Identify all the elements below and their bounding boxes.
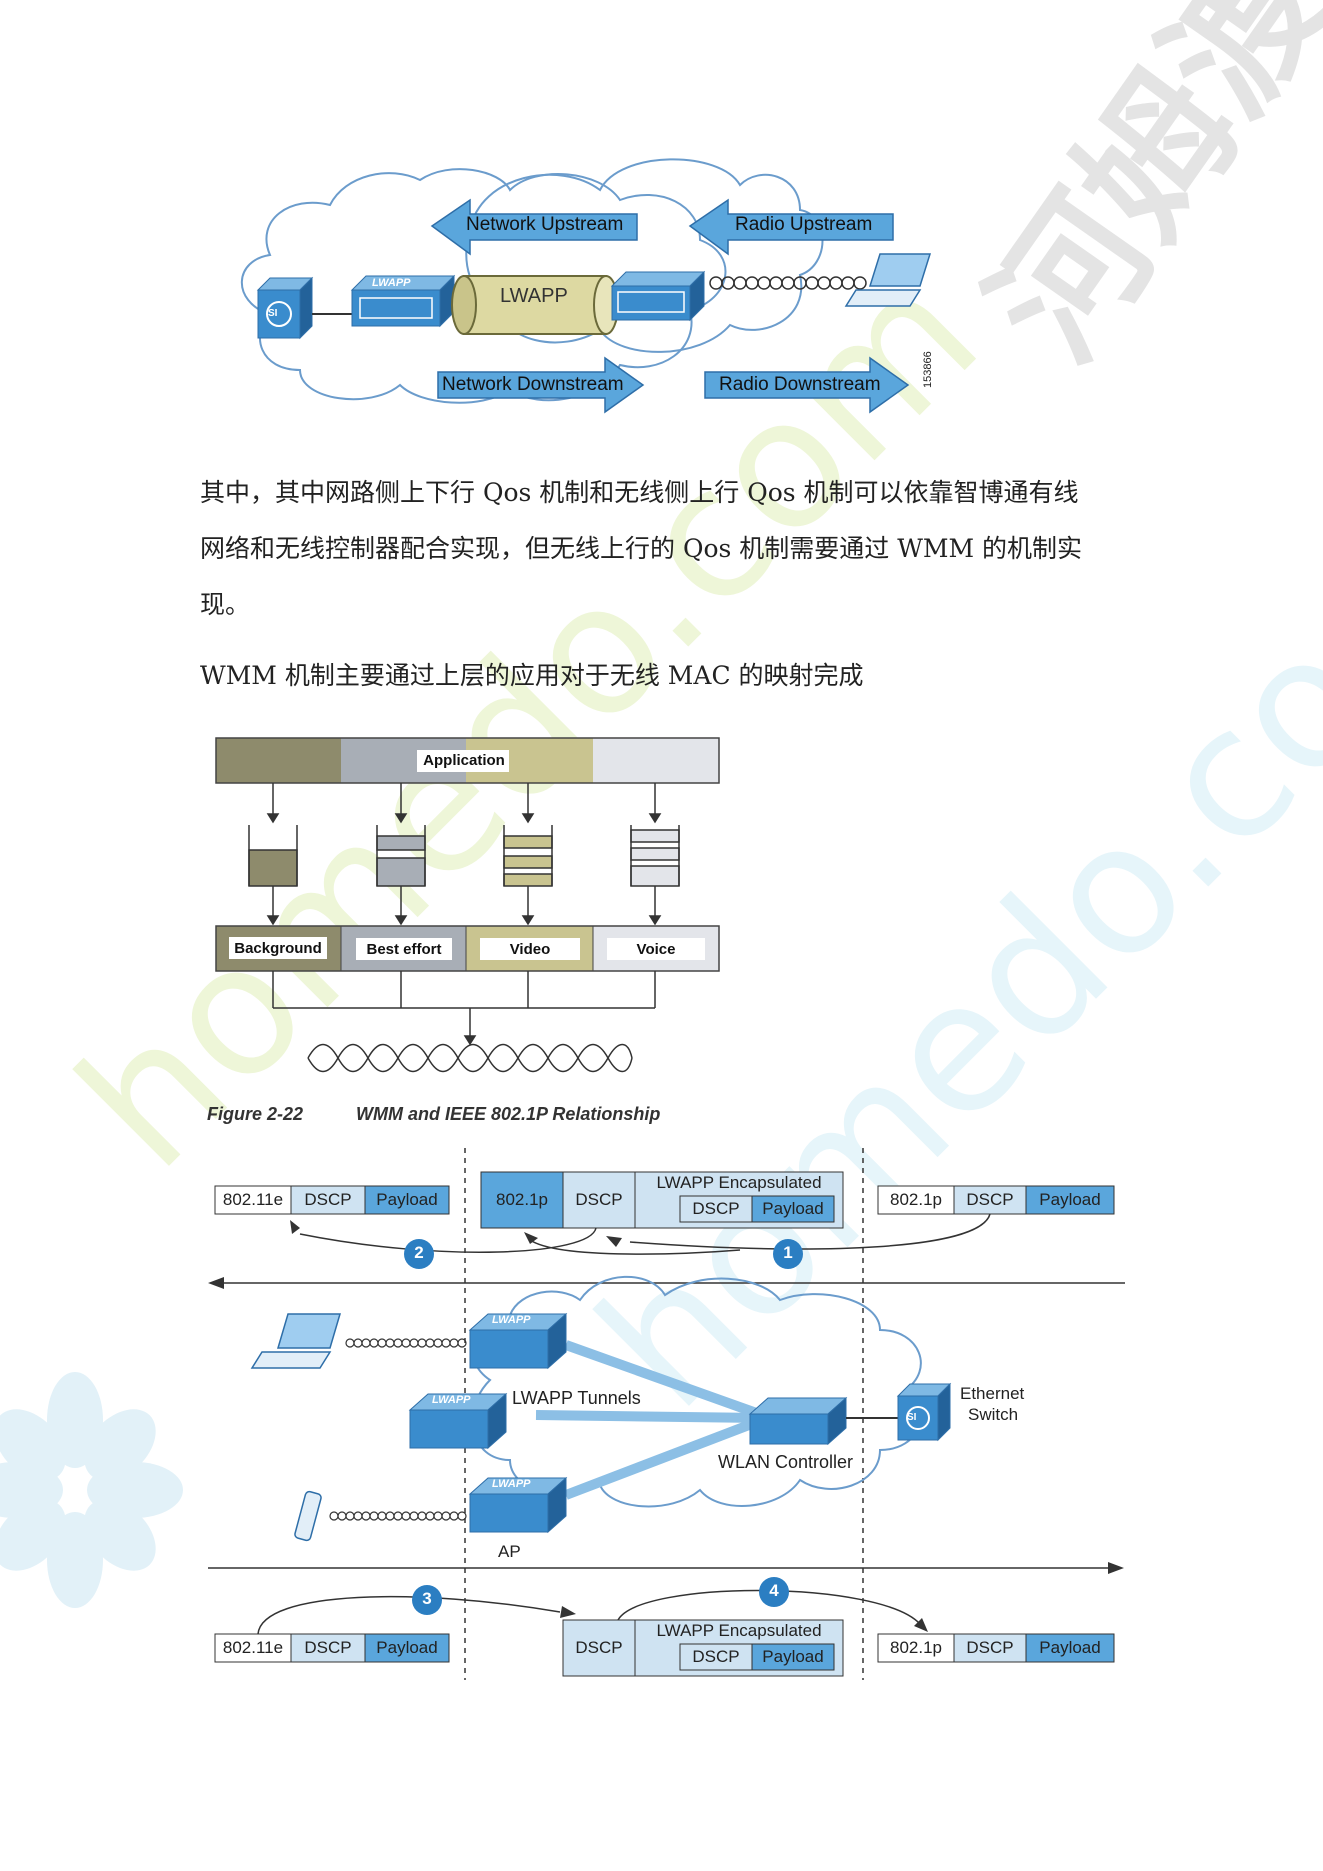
radio-wave-laptop-icon [345,1338,467,1348]
paragraph-qos-line-1: 其中，其中网路侧上下行 Qos 机制和无线侧上行 Qos 机制可以依靠智博通有线 [200,478,1079,507]
lwapp-badge-label: LWAPP [372,277,411,289]
queue-label-video: Video [509,941,551,958]
queue-label-background: Background [234,940,322,957]
figure-caption-number: Figure 2-22 [207,1104,304,1124]
radio-wave-icon [709,276,867,290]
access-point-icon [610,270,706,322]
ethernet-switch-icon [896,1382,952,1442]
wlan-controller-icon [748,1396,848,1446]
radio-wave-icon [307,1043,633,1073]
network-downstream-arrow [437,356,645,414]
frame-top-right [877,1185,1115,1215]
network-upstream-label: Network Upstream [466,214,624,235]
queue-best-effort [376,825,426,887]
access-point-middle-icon [408,1392,508,1450]
figure-caption-title: WMM and IEEE 802.1P Relationship [356,1104,661,1124]
step-1-badge [773,1239,803,1269]
network-upstream-arrow [430,198,638,256]
access-category-bar [215,925,720,972]
queue-label-best-effort: Best effort [366,941,442,958]
radio-downstream-arrow [704,356,910,414]
radio-upstream-arrow [688,198,894,256]
frame-bottom-left [214,1633,450,1663]
paragraph-qos-line-2: 网络和无线控制器配合实现，但无线上行的 Qos 机制需要通过 WMM 的机制实 [200,534,1083,563]
frame-bottom-middle [562,1619,844,1677]
application-label: Application [423,752,505,769]
wireless-cloud [465,158,824,353]
laptop-icon [250,1313,342,1369]
radio-upstream-label: Radio Upstream [735,214,873,235]
step-4-badge [759,1577,789,1607]
switch-icon [256,276,314,340]
queue-video [503,825,553,887]
network-cloud [240,168,727,404]
paragraph-qos-line-3: 现。 [200,590,251,619]
application-bar [215,737,720,784]
frame-bottom-right [877,1633,1115,1663]
frame-top-left [214,1185,450,1215]
laptop-icon [844,253,932,307]
wireless-phone-icon [294,1490,322,1542]
figure-id: 153866 [922,351,934,388]
radio-downstream-label: Radio Downstream [719,374,881,395]
step-3-badge [412,1585,442,1615]
paragraph-wmm: WMM 机制主要通过上层的应用对于无线 MAC 的映射完成 [200,661,864,690]
network-downstream-label: Network Downstream [442,374,624,395]
queue-label-voice: Voice [636,941,676,958]
lwapp-tube-label: LWAPP [500,285,568,307]
access-point-top-icon [468,1312,568,1370]
radio-wave-phone-icon [329,1511,467,1521]
paragraph-qos: 其中，其中网路侧上下行 Qos 机制和无线侧上行 Qos 机制可以依靠智博通有线… [200,465,1160,633]
wlan-controller-icon [350,274,456,328]
frame-top-middle [480,1171,844,1229]
queue-background [248,825,298,887]
lwapp-tunnel-tube [451,275,619,335]
queue-voice [630,825,680,887]
step-2-badge [404,1239,434,1269]
si-label: SI [268,308,278,319]
access-point-bottom-icon [468,1476,568,1534]
